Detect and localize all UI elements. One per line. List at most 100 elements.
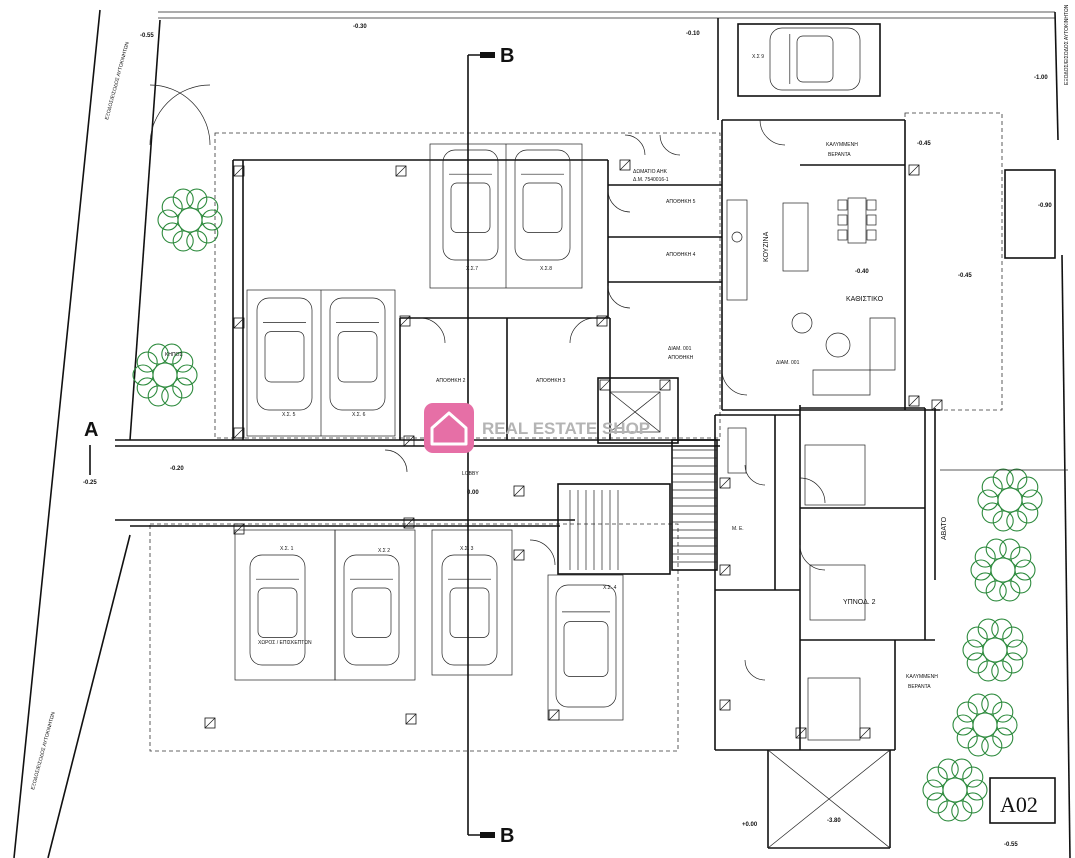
furniture: [726, 23, 896, 741]
column-mark: [719, 564, 731, 576]
parking-label: Χ.Σ 9: [752, 54, 764, 60]
room-label: LOBBY: [462, 471, 479, 477]
room-label: ΚΑΛΥΜΜΕΝΗ: [906, 674, 938, 680]
level-label: -0.20: [170, 466, 184, 472]
sheet-code: A02: [1000, 792, 1038, 817]
column-mark: [931, 399, 943, 411]
parking-label: Χ.Σ. 4: [603, 585, 617, 591]
car-icon: [343, 554, 400, 666]
tree-icon: [970, 538, 1036, 602]
room-label: ΑΠΟΘΗΚΗ 2: [436, 378, 466, 384]
column-mark: [399, 315, 411, 327]
tree-icon: [962, 618, 1028, 682]
room-label: ΑΠΟΘΗΚΗ: [668, 355, 694, 361]
column-mark: [719, 699, 731, 711]
parking-label: Χ.Σ. 3: [460, 546, 474, 552]
street-label: ΕΞΟΔΟΣ/ΕΙΣΟΔΟΣ ΑΥΤΟΚΙΝΗΤΩΝ: [1064, 4, 1070, 85]
column-mark: [599, 379, 611, 391]
column-mark: [395, 165, 407, 177]
columns: [204, 159, 943, 739]
section-label-a: A: [84, 419, 98, 441]
parking-label: Χ.Σ. 1: [280, 546, 294, 552]
level-label: -0.90: [1038, 203, 1052, 209]
room-label: ΔΙΑΜ. 001: [668, 346, 692, 352]
room-label: ΧΩΡΟΣ / ΕΠΙΣΚΕΠΤΩΝ: [258, 640, 312, 646]
car-icon: [329, 297, 386, 411]
room-label: ΚΑΘΙΣΤΙΚΟ: [846, 296, 884, 303]
column-mark: [659, 379, 671, 391]
column-mark: [233, 427, 245, 439]
column-mark: [908, 395, 920, 407]
car-icon: [555, 584, 617, 708]
room-label: ΑΠΟΘΗΚΗ 3: [536, 378, 566, 384]
watermark: REAL ESTATE SHOP: [424, 403, 650, 453]
car-icon: [769, 27, 861, 91]
room-label: ΒΕΡΑΝΤΑ: [908, 684, 931, 690]
car-icon: [441, 554, 498, 666]
parking-label: Χ.Σ 2: [378, 548, 390, 554]
tree-icon: [977, 468, 1043, 532]
parking-label: Χ.Σ. 5: [282, 412, 296, 418]
watermark-text: REAL ESTATE SHOP: [482, 419, 650, 438]
doors: [149, 84, 826, 681]
level-label: 0.00: [467, 490, 479, 496]
column-mark: [513, 549, 525, 561]
car-icon: [442, 149, 499, 261]
cars: [249, 27, 861, 708]
room-label: ΑΒΑΤΟ: [941, 516, 948, 540]
core: [557, 377, 718, 575]
car-icon: [514, 149, 571, 261]
car-icon: [249, 554, 306, 666]
level-label: -0.25: [83, 480, 97, 486]
column-mark: [233, 165, 245, 177]
room-label: ΔΙΑΜ. 001: [776, 360, 800, 366]
room-label: ΑΠΟΘΗΚΗ 4: [666, 252, 696, 258]
room-label: ΥΠΝΟΔ. 2: [843, 599, 876, 606]
level-label: -0.55: [1004, 842, 1018, 848]
level-label: -1.00: [1034, 75, 1048, 81]
site-boundary: [13, 9, 1071, 858]
room-label: ΑΠΟΘΗΚΗ 5: [666, 199, 696, 205]
level-label: +0.00: [742, 822, 758, 828]
column-mark: [596, 315, 608, 327]
column-mark: [795, 727, 807, 739]
level-label: -3.80: [827, 818, 841, 824]
column-mark: [548, 709, 560, 721]
parking-bays: [234, 143, 624, 721]
room-label: ΚΟΥΖΙΝΑ: [763, 231, 770, 262]
level-label: -0.30: [353, 24, 367, 30]
section-label-b-top: B: [500, 45, 514, 67]
tree-icon: [132, 343, 198, 407]
level-label: -0.10: [686, 31, 700, 37]
column-mark: [619, 159, 631, 171]
column-mark: [233, 317, 245, 329]
column-mark: [859, 727, 871, 739]
column-mark: [908, 164, 920, 176]
room-label: ΒΕΡΑΝΤΑ: [828, 152, 851, 158]
column-mark: [204, 717, 216, 729]
room-label: ΚΗΠΟΣ: [165, 352, 183, 358]
parking-label: Χ.Σ.8: [540, 266, 552, 272]
tree-icon: [952, 693, 1018, 757]
column-mark: [513, 485, 525, 497]
room-label: Δ.Μ. 7540016-1: [633, 177, 669, 183]
column-mark: [403, 517, 415, 529]
column-mark: [403, 435, 415, 447]
room-label: Μ. Ε.: [732, 526, 744, 532]
column-mark: [233, 523, 245, 535]
car-icon: [256, 297, 313, 411]
parking-label: Χ.Σ. 6: [352, 412, 366, 418]
tree-icon: [922, 758, 988, 822]
section-label-b-bottom: B: [500, 825, 514, 847]
trees: [132, 188, 1043, 822]
column-mark: [405, 713, 417, 725]
parking-label: Χ.Σ.7: [466, 266, 478, 272]
tree-icon: [157, 188, 223, 252]
level-label: -0.55: [140, 33, 154, 39]
column-mark: [719, 477, 731, 489]
level-label: -0.40: [855, 269, 869, 275]
level-label: -0.45: [917, 141, 931, 147]
room-label: ΔΩΜΑΤΙΟ ΑΗΚ: [633, 169, 668, 175]
level-label: -0.45: [958, 273, 972, 279]
